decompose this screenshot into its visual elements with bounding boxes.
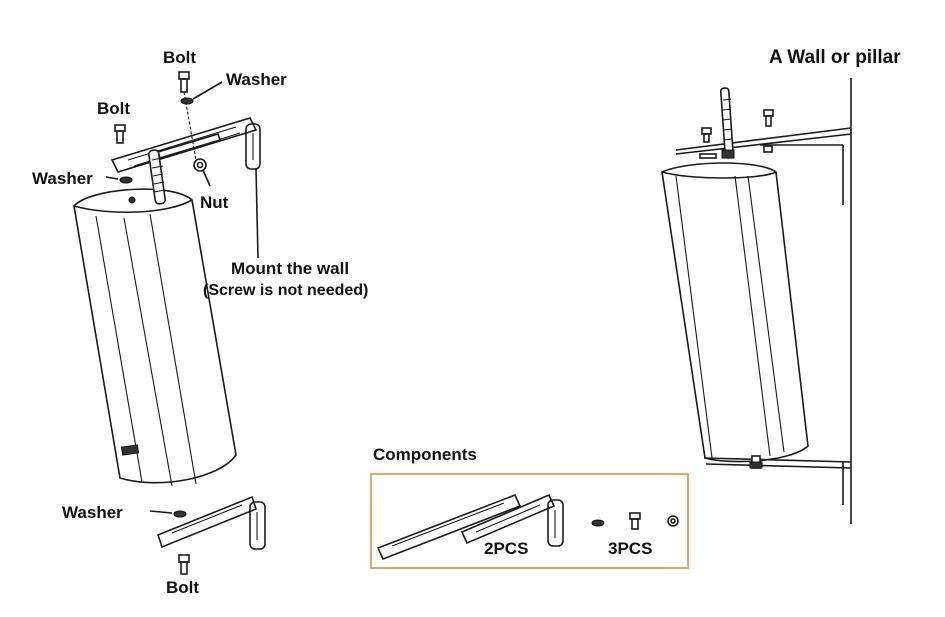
component-bracket-1 — [376, 493, 522, 561]
component-nut — [667, 515, 679, 527]
mounted-top-bracket — [675, 127, 852, 159]
bottom-bolt — [178, 554, 190, 575]
label-screw-not-needed: (Screw is not needed) — [203, 282, 369, 299]
components-box — [370, 473, 689, 569]
bottom-washer — [149, 510, 187, 518]
label-hardware-qty: 3PCS — [608, 539, 653, 558]
label-washer-bottom: Washer — [62, 503, 123, 522]
label-components: Components — [373, 445, 477, 464]
component-bolt — [629, 512, 641, 530]
mounted-loose-bolts — [701, 109, 774, 153]
label-washer-left: Washer — [32, 169, 93, 188]
top-bracket — [110, 117, 261, 173]
label-wall-or-pillar: A Wall or pillar — [769, 47, 901, 68]
left-bolt — [114, 124, 126, 144]
component-washer — [591, 519, 605, 527]
nut-part — [193, 158, 211, 187]
label-brackets-qty: 2PCS — [484, 539, 529, 558]
mounted-bottom-bracket — [703, 455, 852, 469]
mount-pointer — [255, 167, 259, 259]
label-bolt-left: Bolt — [97, 99, 131, 118]
mounted-rod — [719, 87, 735, 159]
wall-or-pillar — [842, 78, 852, 524]
label-bolt-bottom: Bolt — [166, 578, 200, 597]
top-washer — [180, 81, 223, 105]
left-washer — [105, 176, 133, 184]
label-washer-top: Washer — [226, 70, 287, 89]
label-bolt-top: Bolt — [163, 48, 197, 67]
bottom-bracket — [157, 495, 266, 550]
speaker-column — [73, 149, 237, 487]
component-bracket-2 — [460, 493, 564, 547]
mounted-speaker — [661, 162, 809, 463]
label-nut: Nut — [200, 193, 229, 212]
label-mount-the-wall: Mount the wall — [231, 259, 350, 278]
